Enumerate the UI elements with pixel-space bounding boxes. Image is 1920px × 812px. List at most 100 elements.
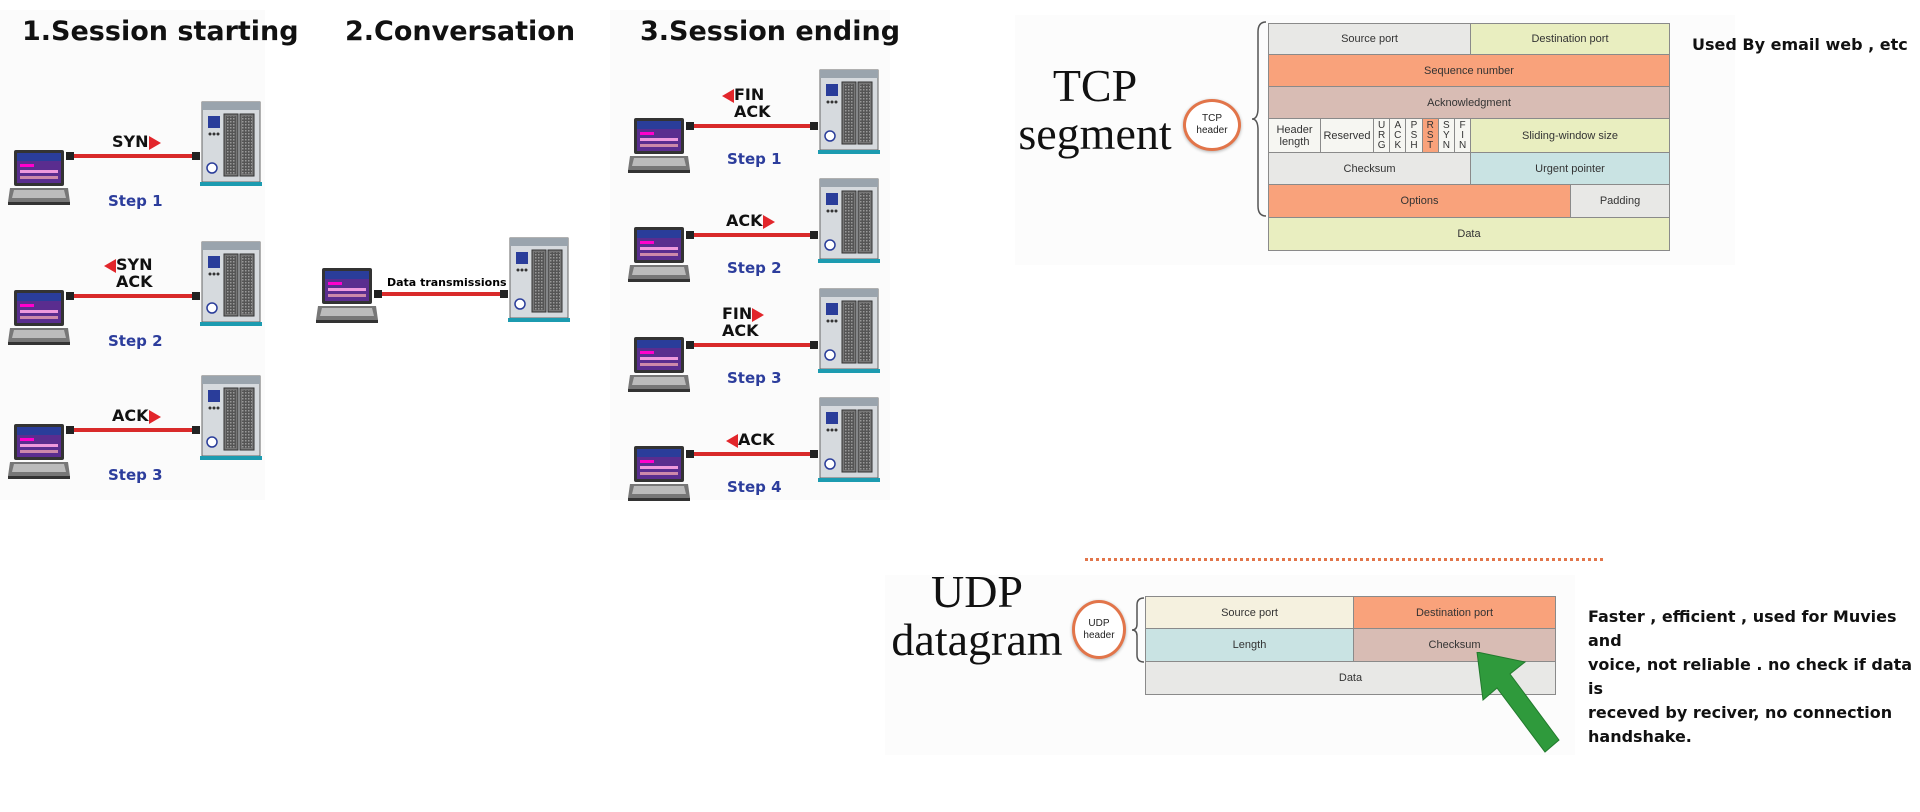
message-line: SYN [112,133,161,150]
message-line: ACK [722,103,771,120]
tcp-options: Options [1268,184,1571,218]
session-end-message-2: ACK [726,212,775,229]
flag-letter: I [1461,129,1464,141]
session-end-step-label-1: Step 1 [727,150,782,168]
connection-wire [686,231,818,239]
tcp-data: Data [1268,217,1670,251]
laptop-icon [628,442,690,509]
laptop-icon [628,114,690,181]
connection-wire [66,426,200,434]
message-text: SYN [116,255,153,274]
udp-badge-line2: header [1083,629,1115,641]
flag-letter: C [1394,129,1402,141]
tcp-urgent-pointer: Urgent pointer [1470,152,1670,185]
session-end-step-label-3: Step 3 [727,369,782,387]
arrow-left-icon [722,88,734,103]
tcp-sliding-window-size: Sliding-window size [1470,118,1670,153]
udp-title: UDP datagram [888,568,1066,664]
message-line: FIN [722,304,765,323]
server-icon [200,374,262,467]
message-text: ACK [722,321,759,340]
laptop-icon [8,146,70,213]
session-end-message-4: ACK [726,431,775,448]
tcp-udp-divider [1085,558,1603,561]
udp-title-line2: datagram [891,614,1063,665]
udp-note-line4: handshake. [1588,727,1692,746]
message-text: FIN [734,85,765,104]
udp-note-line2: voice, not reliable . no check if data i… [1588,655,1913,698]
flag-letter: S [1426,129,1434,141]
session-start-message-3: ACK [112,407,161,424]
tcp-badge-line2: header [1196,125,1228,136]
tcp-sequence-number: Sequence number [1268,54,1670,87]
message-line: SYN [104,256,153,273]
flag-letter: T [1427,139,1434,151]
udp-badge-line1: UDP [1088,617,1110,629]
session-end-step-label-2: Step 2 [727,259,782,277]
tcp-checksum: Checksum [1268,152,1471,185]
udp-source-port: Source port [1145,596,1354,629]
message-line: ACK [112,407,161,424]
tcp-header-length: Header length [1268,118,1321,153]
green-arrow-icon [1476,652,1560,753]
flag-letter: K [1394,139,1402,151]
tcp-acknowledgment: Acknowledgment [1268,86,1670,119]
server-icon [818,177,880,270]
server-icon [818,68,880,161]
message-text: FIN [722,304,753,323]
flag-letter: S [1410,129,1418,141]
session-start-step-label-2: Step 2 [108,332,163,350]
flag-letter: Y [1443,129,1450,141]
tcp-source-port: Source port [1268,23,1471,55]
arrow-right-icon [762,214,775,229]
connection-wire [374,290,508,298]
connection-wire [686,450,818,458]
udp-brace [1132,597,1145,663]
tcp-padding: Padding [1570,184,1670,218]
section2-title: 2.Conversation [345,16,576,47]
laptop-icon [628,223,690,290]
connection-wire [686,122,818,130]
message-line: FIN [722,86,771,103]
message-line: ACK [104,273,153,290]
message-line: ACK [722,322,764,339]
connection-wire [66,292,200,300]
arrow-left-icon [104,258,116,273]
udp-title-line1: UDP [930,566,1024,617]
message-text: ACK [738,430,775,449]
arrow-left-icon [726,433,738,448]
message-text: ACK [726,211,763,230]
flag-letter: A [1394,119,1402,131]
tcp-destination-port: Destination port [1470,23,1670,55]
flag-letter: U [1377,119,1386,131]
section3-title: 3.Session ending [640,16,901,47]
laptop-icon [628,333,690,400]
server-icon [818,396,880,489]
server-icon [200,240,262,333]
arrow-right-icon [752,307,765,322]
laptop-icon [8,420,70,487]
message-text: ACK [112,406,149,425]
laptop-icon [316,264,378,331]
flag-letter: R [1426,119,1434,131]
message-text: SYN [112,132,149,151]
session-start-message-1: SYN [112,133,161,150]
session-start-step-label-3: Step 3 [108,466,163,484]
data-transmissions-label: Data transmissions [387,276,507,289]
tcp-note: Used By email web , etc [1692,35,1908,54]
flag-letter: R [1377,129,1386,141]
server-icon [818,287,880,380]
tcp-badge-line1: TCP [1201,113,1222,124]
udp-destination-port: Destination port [1353,596,1556,629]
arrow-right-icon [148,409,161,424]
tcp-title-line2: segment [1018,108,1172,159]
flag-letter: H [1410,139,1418,151]
flag-letter: P [1410,119,1418,131]
tcp-header-length-line2: length [1279,135,1310,148]
